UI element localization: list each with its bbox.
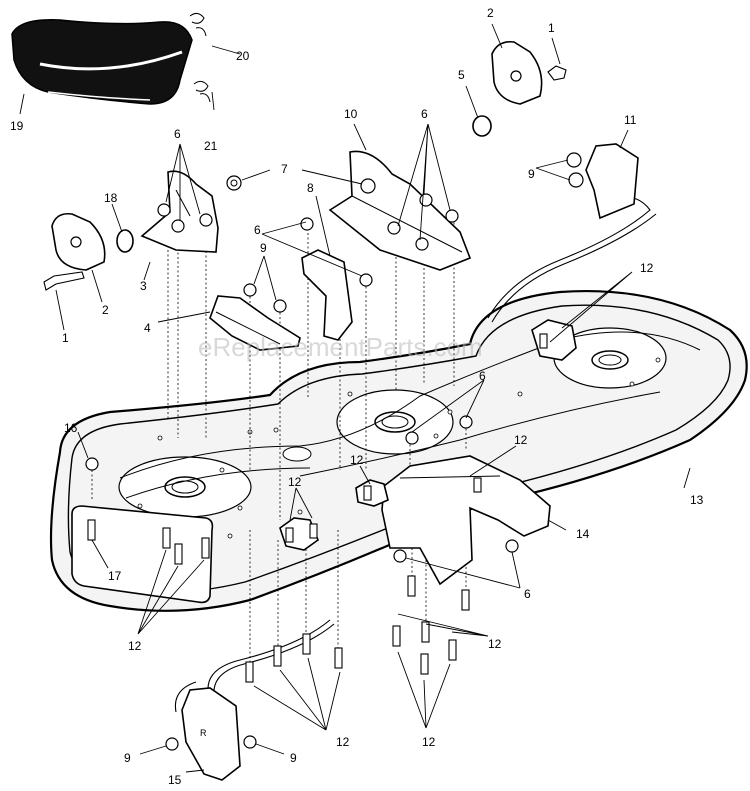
mower-deck xyxy=(49,289,748,612)
callout-12: 12 xyxy=(422,735,436,749)
callout-19: 19 xyxy=(10,119,24,133)
callout-12: 12 xyxy=(288,475,302,489)
callout-3: 3 xyxy=(140,279,147,293)
callout-4: 4 xyxy=(144,321,151,335)
watermark: eReplacementParts.com xyxy=(198,332,483,362)
spring-washer-18 xyxy=(116,229,134,253)
spindle-hanger-right xyxy=(531,319,577,361)
callout-12: 12 xyxy=(128,639,142,653)
bracket-15: R xyxy=(181,687,241,781)
callout-9: 9 xyxy=(528,167,535,181)
callout-6: 6 xyxy=(524,587,531,601)
callout-2: 2 xyxy=(102,303,109,317)
callout-14: 14 xyxy=(576,527,590,541)
bracket-4 xyxy=(209,295,301,351)
callout-9: 9 xyxy=(260,241,267,255)
callout-17: 17 xyxy=(108,569,122,583)
deck-link-14 xyxy=(381,455,551,586)
shield-clip-upper xyxy=(189,12,207,37)
spring-washer-5 xyxy=(472,115,492,137)
callout-20: 20 xyxy=(236,49,250,63)
callout-6: 6 xyxy=(254,223,261,237)
callout-12: 12 xyxy=(488,637,502,651)
callout-9: 9 xyxy=(124,751,131,765)
bracket-8 xyxy=(301,249,353,341)
leader-lines xyxy=(19,23,691,773)
callout-12: 12 xyxy=(350,453,364,467)
callout-11: 11 xyxy=(624,113,637,127)
callout-7: 7 xyxy=(281,162,288,176)
callout-12: 12 xyxy=(336,735,350,749)
hardware-bolts xyxy=(43,65,567,683)
callout-16: 16 xyxy=(64,421,78,435)
shield-clip-lower xyxy=(193,80,211,103)
callout-6: 6 xyxy=(421,107,428,121)
callout-8: 8 xyxy=(307,181,314,195)
callout-12: 12 xyxy=(514,433,528,447)
callout-labels: 1 1 2 2 3 4 5 6 6 6 6 6 7 8 9 9 9 9 10 1… xyxy=(10,6,704,787)
callout-12: 12 xyxy=(640,261,654,275)
idler-bracket-right xyxy=(491,40,543,105)
callout-13: 13 xyxy=(690,493,704,507)
callout-9: 9 xyxy=(290,751,297,765)
callout-6: 6 xyxy=(174,127,181,141)
callout-6: 6 xyxy=(479,369,486,383)
callout-18: 18 xyxy=(104,191,118,205)
callout-21: 21 xyxy=(204,139,218,153)
svg-text:R: R xyxy=(200,728,207,738)
callout-10: 10 xyxy=(344,107,358,121)
idler-bracket-left xyxy=(51,212,106,271)
callout-1: 1 xyxy=(548,21,555,35)
callout-1: 1 xyxy=(62,331,69,345)
hardware-nuts xyxy=(85,152,584,751)
deck-cover-shield xyxy=(11,19,193,105)
callout-15: 15 xyxy=(168,773,182,787)
callout-5: 5 xyxy=(458,68,465,82)
bracket-11 xyxy=(585,143,639,220)
callout-2: 2 xyxy=(487,6,494,20)
